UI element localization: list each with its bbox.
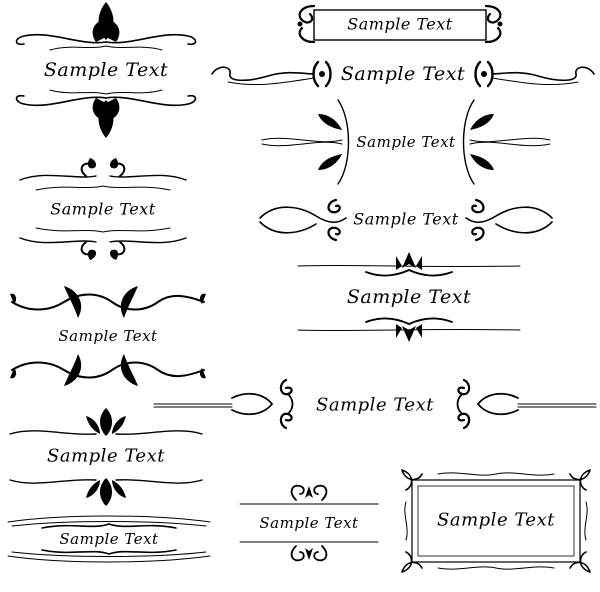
ornament-small-curl: Sample Text [236,480,382,566]
ornament-frame: Sample Text [398,466,594,576]
ornament-label: Sample Text [50,199,156,219]
tulip-flourish-icon [15,2,197,138]
ornament-curled-leaf: Sample Text [258,99,554,185]
ornament-long-scroll: Sample Text [152,374,598,434]
ornament-label: Sample Text [356,133,456,151]
small-curl-icon [239,484,379,562]
ornament-curl-double: Sample Text [16,150,190,268]
ornament-label: Sample Text [43,59,169,81]
ornament-wide-swirl: Sample Text [208,52,598,96]
ornament-label: Sample Text [340,63,466,85]
leaf-double-icon [9,408,203,506]
ornament-label: Sample Text [347,14,453,34]
ornament-knot-double: Sample Text [8,282,208,390]
knot-double-icon [10,286,206,386]
ornament-spiral: Sample Text [256,192,556,248]
ornament-label: Sample Text [437,509,555,531]
ornament-label: Sample Text [316,394,434,416]
ornament-leaf-double: Sample Text [6,404,206,508]
banner-scroll-icon [297,4,503,44]
ornament-lines-double: Sample Text [2,508,216,570]
lines-double-icon [7,515,211,563]
ornament-banner-scroll: Sample Text [290,0,510,48]
fan-double-icon [297,252,521,342]
wide-swirl-icon [211,60,595,88]
ornament-label: Sample Text [353,209,459,229]
ornament-tulip-double: Sample Text [10,0,210,140]
ornament-fan-double: Sample Text [296,250,522,344]
ornament-label: Sample Text [259,514,359,532]
spiral-flourish-icon [259,198,553,242]
curl-double-icon [19,158,187,260]
ornament-label: Sample Text [47,445,165,467]
frame-icon [401,469,591,573]
curled-leaf-icon [261,99,551,185]
long-scroll-icon [153,378,597,430]
ornament-label: Sample Text [346,286,472,308]
ornament-label: Sample Text [59,530,159,548]
ornament-label: Sample Text [58,327,158,345]
